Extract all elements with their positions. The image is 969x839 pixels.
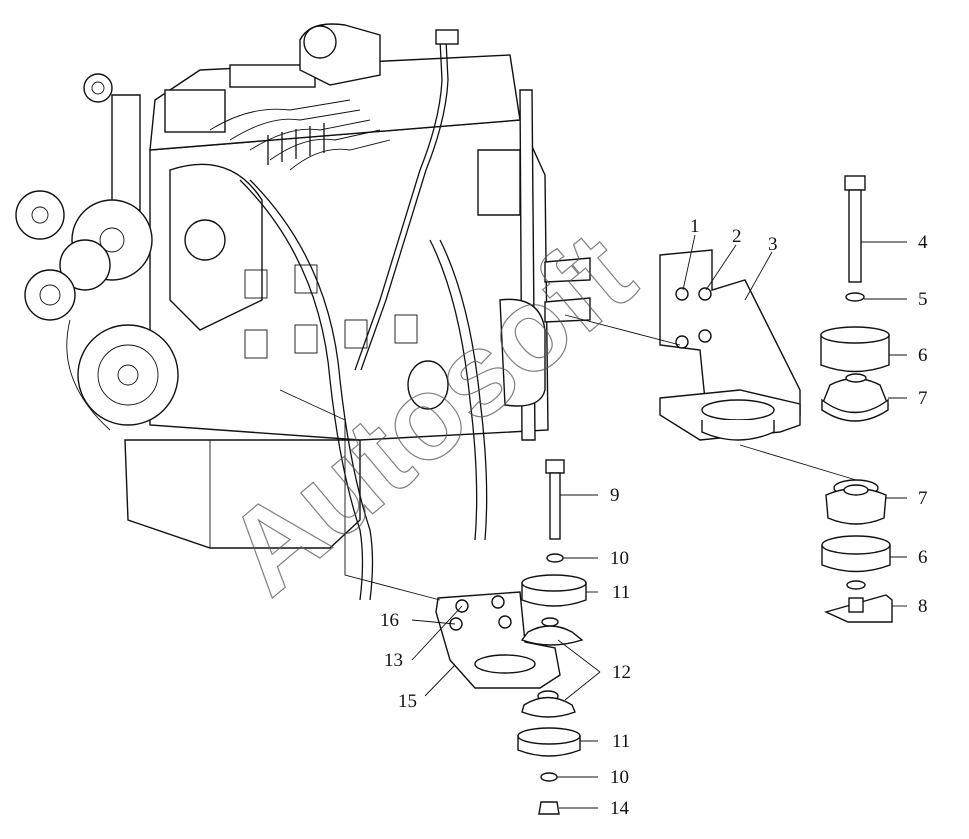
callout-15: 15 xyxy=(398,691,417,712)
callout-12: 12 xyxy=(612,662,631,683)
bolt xyxy=(698,287,712,301)
callout-6-upper: 6 xyxy=(918,345,928,366)
bolt xyxy=(675,287,689,301)
bolt xyxy=(491,595,505,609)
callout-14: 14 xyxy=(610,798,630,819)
engine-assembly xyxy=(15,23,591,601)
callout-3: 3 xyxy=(768,234,778,255)
callout-9: 9 xyxy=(610,485,620,506)
callout-6-lower: 6 xyxy=(918,547,928,568)
assembly-lines xyxy=(279,314,857,601)
nut xyxy=(538,801,560,815)
rubber-cushion xyxy=(820,334,890,373)
callout-13: 13 xyxy=(384,650,403,671)
callout-5: 5 xyxy=(918,289,928,310)
leader-lines xyxy=(411,234,907,809)
callout-7-upper: 7 xyxy=(918,388,928,409)
washer xyxy=(546,553,564,563)
callout-8: 8 xyxy=(918,596,928,617)
bolt xyxy=(449,617,463,631)
callout-10-lower: 10 xyxy=(610,767,629,788)
left-mount-assembly xyxy=(435,459,587,815)
long-bolt xyxy=(844,175,866,191)
isolator xyxy=(541,617,559,627)
bolt xyxy=(675,335,689,349)
callout-7-lower: 7 xyxy=(918,488,928,509)
bolt xyxy=(498,615,512,629)
callout-1: 1 xyxy=(690,216,700,237)
callout-11-lower: 11 xyxy=(612,731,630,752)
long-bolt xyxy=(545,459,565,474)
washer xyxy=(540,772,558,782)
callout-16: 16 xyxy=(380,610,399,631)
right-mount-assembly xyxy=(659,175,893,623)
callout-2: 2 xyxy=(732,226,742,247)
callout-labels: 1 2 3 4 5 6 7 7 6 8 9 10 11 12 16 13 15 … xyxy=(380,216,928,819)
bolt xyxy=(698,329,712,343)
callout-11-upper: 11 xyxy=(612,582,630,603)
fuel-lines xyxy=(209,99,391,171)
callout-4: 4 xyxy=(918,232,928,253)
callout-10-upper: 10 xyxy=(610,548,629,569)
washer xyxy=(845,292,865,302)
